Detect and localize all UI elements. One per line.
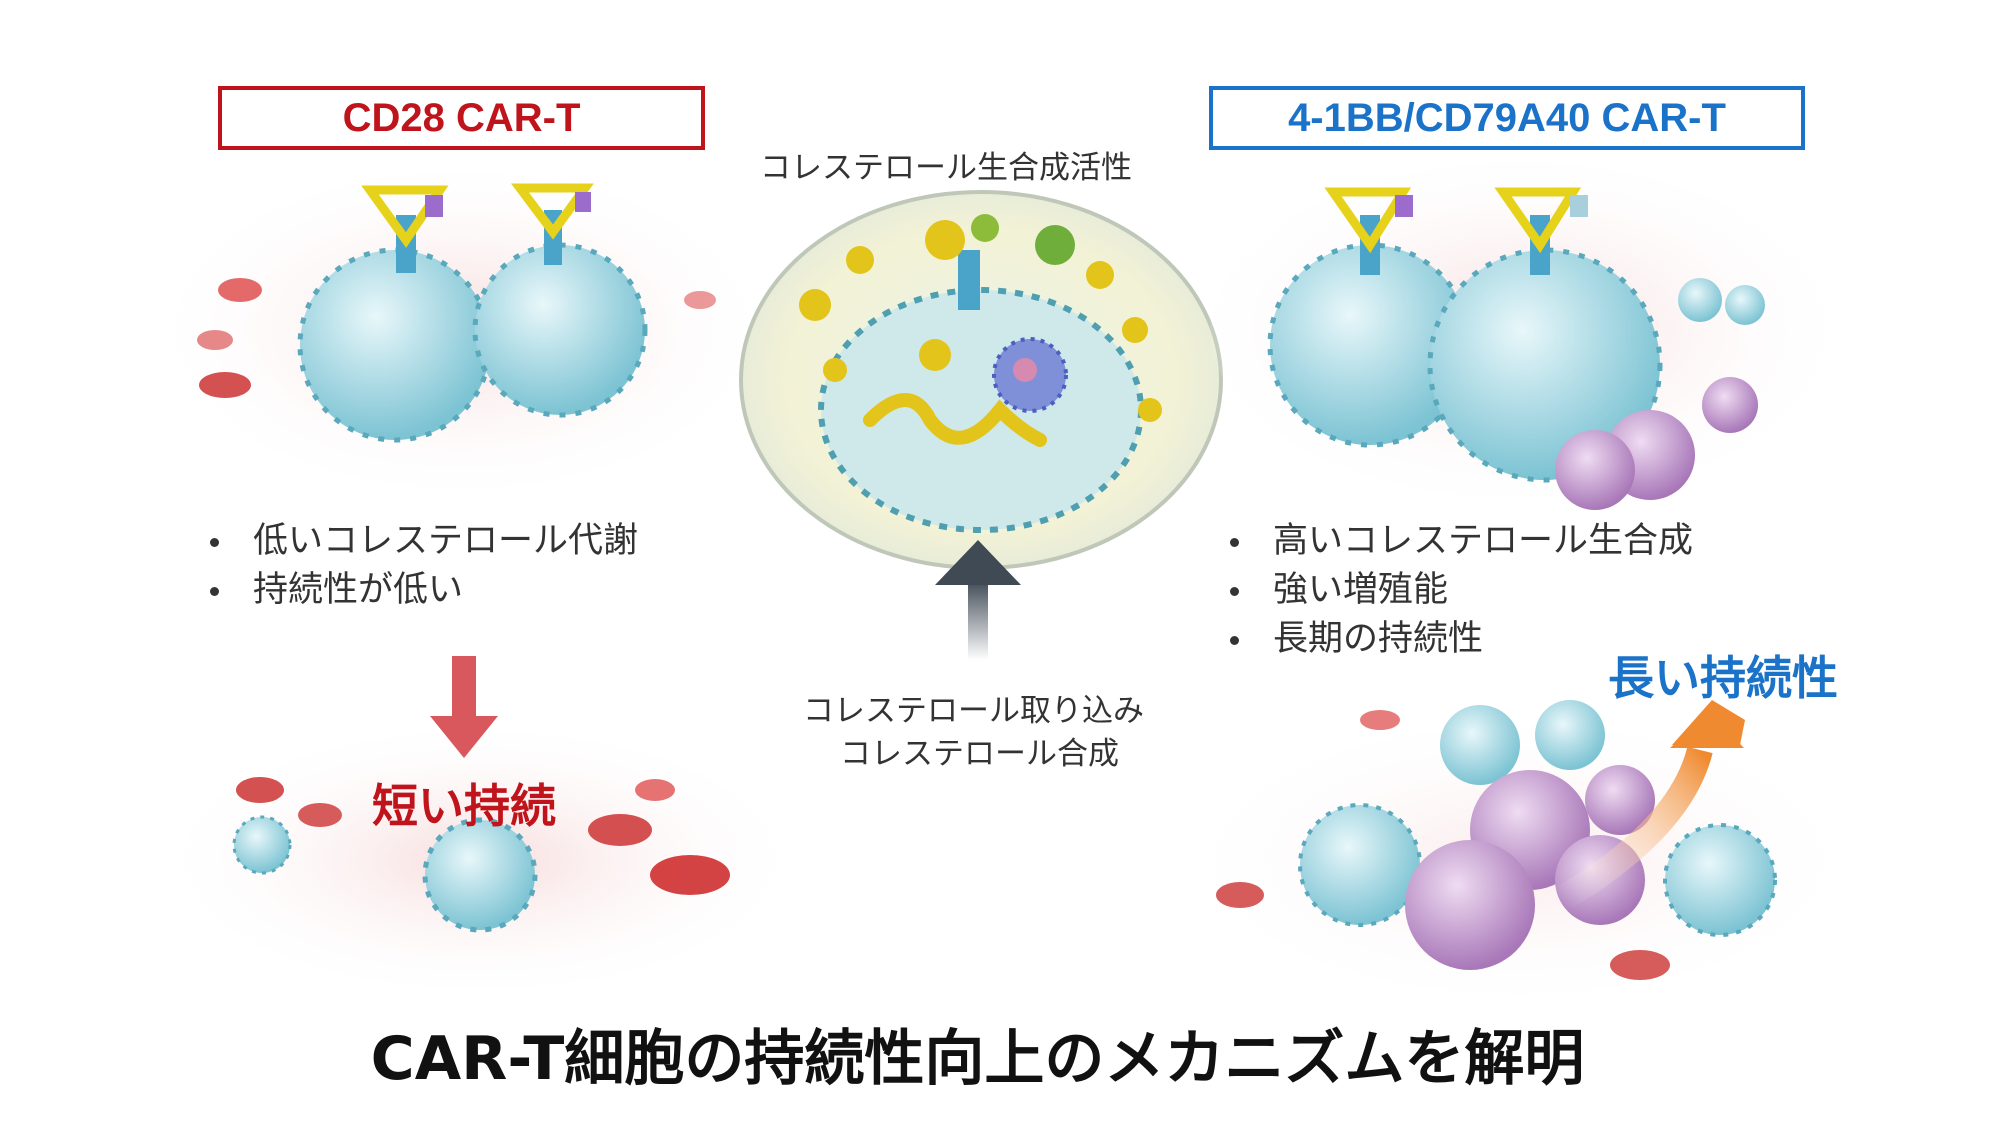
orange-up-arrow [1553, 700, 1745, 912]
cd28-cells-illustration [172, 170, 752, 490]
bullet-item: 長期の持続性 [1230, 615, 1693, 664]
4-1bb-cells-illustration [1210, 160, 1830, 510]
short-persistence-illustration [180, 730, 780, 990]
4-1bb-car-t-title: 4-1BB/CD79A40 CAR-T [1209, 86, 1805, 150]
gray-up-arrow [935, 540, 1021, 660]
long-persistence-label: 長い持続性 [1608, 651, 1838, 705]
bullet-item: 低いコレステロール代謝 [210, 517, 638, 566]
cholesterol-synthesis-label: コレステロール合成 [840, 736, 1119, 772]
bullet-item: 高いコレステロール生合成 [1230, 517, 1693, 566]
4-1bb-bullets: 高いコレステロール生合成 強い増殖能 長期の持続性 [1230, 517, 1693, 664]
red-down-arrow [430, 656, 498, 758]
cd28-bullets: 低いコレステロール代謝 持続性が低い [210, 517, 638, 615]
cd28-car-t-title: CD28 CAR-T [218, 86, 705, 150]
cholesterol-biosynthesis-label: コレステロール生合成活性 [760, 150, 1132, 186]
cholesterol-cell-illustration [739, 190, 1223, 570]
cholesterol-uptake-label: コレステロール取り込み [803, 693, 1144, 729]
bullet-item: 強い増殖能 [1230, 566, 1693, 615]
bullet-item: 持続性が低い [210, 566, 638, 615]
short-persistence-label: 短い持続 [372, 779, 556, 833]
footer-title: CAR-T細胞の持続性向上のメカニズムを解明 [370, 1024, 1585, 1094]
long-persistence-illustration [1200, 700, 1840, 1000]
